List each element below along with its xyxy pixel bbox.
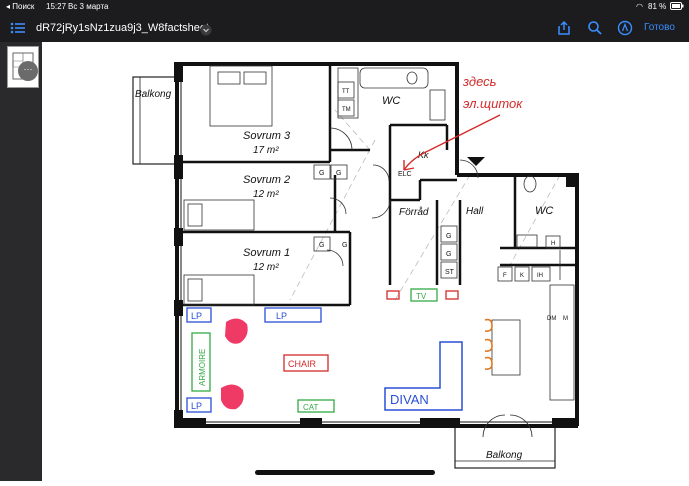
armoire-box (191, 332, 211, 392)
beds-small (183, 199, 255, 306)
label-dm: DM (547, 316, 556, 322)
note-zdes: здесь (462, 74, 497, 89)
status-date: Вс 3 марта (68, 2, 109, 11)
page-thumbnail[interactable]: ··· (7, 46, 39, 88)
annotation-tv: TV (416, 292, 427, 301)
note-arrow (403, 114, 501, 171)
label-sovrum-1: Sovrum 1 (243, 247, 290, 259)
status-time: 15:27 (46, 2, 67, 11)
entrance-marker-icon (467, 157, 485, 166)
label-tt: TT (342, 89, 350, 95)
label-sovrum-2-area: 12 m² (253, 189, 279, 200)
title-menu-chevron-icon[interactable] (200, 23, 212, 39)
appliance-boxes (313, 81, 561, 282)
label-sovrum-3-area: 17 m² (253, 145, 279, 156)
label-g-6: G (342, 242, 347, 249)
annotation-chair: CHAIR (288, 359, 317, 369)
label-g-2: G (336, 170, 341, 177)
label-balkong-top: Balkong (135, 89, 172, 100)
annotation-lp-3: LP (191, 401, 202, 411)
door-swings (326, 127, 533, 438)
label-sovrum-1-area: 12 m² (253, 262, 279, 273)
chair-box (283, 354, 329, 372)
label-st: ST (445, 269, 455, 276)
annotation-lp-1: LP (191, 311, 202, 321)
ceiling-guides (289, 109, 561, 301)
label-sovrum-2: Sovrum 2 (243, 174, 290, 186)
lp-box-2 (264, 307, 322, 323)
bar-stools (484, 318, 493, 370)
bed-sovrum-3 (209, 65, 273, 127)
lp-box-3 (186, 397, 212, 413)
markup-icon[interactable] (617, 20, 633, 36)
home-indicator[interactable] (255, 470, 435, 475)
divan-shape (384, 341, 463, 411)
lp-box-1 (186, 307, 212, 323)
label-hall: Hall (466, 206, 484, 217)
balcony-bottom (454, 424, 556, 469)
share-icon[interactable] (556, 20, 572, 36)
note-el-shchitok: эл.щиток (463, 96, 523, 111)
battery-percent: 81 % (648, 2, 667, 11)
windows (180, 80, 555, 423)
search-icon[interactable] (587, 20, 603, 36)
label-wc-2: WC (535, 205, 553, 217)
tv-box (410, 288, 438, 302)
label-wc-1: WC (382, 95, 400, 107)
label-g-3: G (319, 242, 324, 249)
thumbnail-more-icon[interactable]: ··· (18, 61, 38, 81)
speaker-right (445, 290, 459, 300)
wifi-icon: ◠ (636, 2, 643, 11)
done-button[interactable]: Готово (644, 22, 675, 33)
annotation-cat: CAT (303, 403, 319, 412)
label-g-1: G (319, 170, 324, 177)
armchairs (221, 318, 248, 410)
label-elc: ELC (398, 171, 412, 178)
document-toolbar: dR72jRy1sNz1zua9j3_W8factsheet Готово (0, 14, 689, 42)
battery-icon (670, 2, 684, 12)
status-bar: ◂ Поиск 15:27 Вс 3 марта ◠ 81 % (0, 0, 689, 14)
label-balkong-bottom: Balkong (486, 450, 523, 461)
label-k: K (520, 273, 524, 279)
label-forrad: Förråd (399, 206, 429, 218)
label-kk: Kk (418, 150, 429, 160)
speaker-left (386, 290, 400, 300)
wall-blocks (174, 62, 578, 428)
toilet-wc2 (516, 175, 538, 248)
label-m: M (563, 316, 568, 322)
thumbnail-sidebar: ··· (0, 42, 42, 481)
interior-walls (177, 64, 577, 307)
list-icon[interactable] (10, 20, 26, 36)
annotation-armoire: ARMOIRE (198, 349, 207, 386)
label-f: F (503, 273, 507, 279)
label-h: H (551, 241, 555, 247)
label-sovrum-3: Sovrum 3 (243, 130, 291, 142)
document-title[interactable]: dR72jRy1sNz1zua9j3_W8factsheet (36, 22, 210, 34)
document-page: Balkong Sovrum 3 17 m² Sovrum 2 12 m² So… (42, 42, 689, 481)
annotation-divan: DIVAN (390, 392, 429, 407)
label-g-5: G (446, 251, 451, 258)
back-to-app-link[interactable]: ◂ Поиск (6, 2, 35, 11)
label-g-4: G (446, 233, 451, 240)
cat-box (297, 399, 335, 413)
floor-plan: Balkong Sovrum 3 17 m² Sovrum 2 12 m² So… (132, 62, 579, 469)
label-tm: TM (342, 107, 351, 113)
annotation-lp-2: LP (276, 311, 287, 321)
label-ih: IH (537, 273, 543, 279)
